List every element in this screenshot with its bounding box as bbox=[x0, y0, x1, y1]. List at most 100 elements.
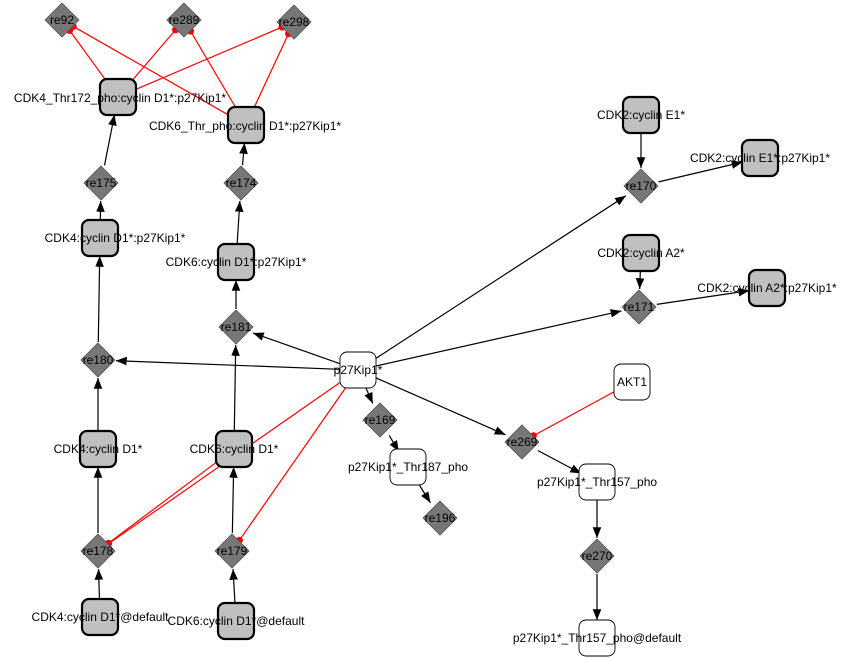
complex-box bbox=[740, 138, 780, 178]
complex-node-cdk2a2p27[interactable]: CDK2:cyclin A2*:p27Kip1* bbox=[697, 268, 837, 308]
reaction-node-re289[interactable]: re289 bbox=[166, 2, 202, 38]
complex-box bbox=[226, 105, 266, 145]
node-label: CDK6:cyclin D1*:p27Kip1* bbox=[166, 255, 307, 269]
complex-box bbox=[621, 95, 661, 135]
reaction-arrow bbox=[252, 332, 342, 365]
complex-node-cdk4thr[interactable]: CDK4_Thr172_pho:cyclin D1*:p27Kip1* bbox=[14, 77, 226, 117]
reaction-diamond bbox=[214, 533, 250, 569]
modifier-edge bbox=[66, 27, 108, 83]
reaction-arrow bbox=[94, 568, 104, 600]
reaction-node-re175[interactable]: re175 bbox=[83, 165, 119, 201]
reaction-arrow bbox=[231, 344, 240, 432]
reaction-arrow bbox=[635, 270, 645, 290]
modifier-edge bbox=[253, 30, 293, 109]
species-box bbox=[339, 351, 377, 389]
node-label: re196 bbox=[425, 511, 456, 525]
reaction-node-re92[interactable]: re92 bbox=[44, 2, 80, 38]
species-box bbox=[578, 463, 616, 501]
node-label: re289 bbox=[169, 13, 200, 27]
reaction-node-re171[interactable]: re171 bbox=[621, 289, 657, 325]
reaction-diamond bbox=[504, 424, 540, 460]
reaction-node-re196[interactable]: re196 bbox=[422, 500, 458, 536]
reaction-diamond bbox=[422, 500, 458, 536]
reaction-node-re179[interactable]: re179 bbox=[214, 533, 250, 569]
node-label: p27Kip1*_Thr157_pho@default bbox=[513, 631, 682, 645]
reaction-arrow bbox=[229, 466, 238, 534]
node-label: re170 bbox=[626, 179, 657, 193]
complex-node-cdk2a2[interactable]: CDK2:cyclin A2* bbox=[597, 233, 685, 273]
reaction-diamond bbox=[579, 538, 615, 574]
reaction-diamond bbox=[362, 402, 398, 438]
complex-node-cdk2e1[interactable]: CDK2:cyclin E1* bbox=[597, 95, 685, 135]
reaction-node-re269[interactable]: re269 bbox=[504, 424, 540, 460]
complex-box bbox=[80, 597, 120, 637]
modifier-edge bbox=[104, 459, 220, 547]
complex-node-cdk6def[interactable]: CDK6:cyclin D1*@default bbox=[168, 601, 306, 641]
reaction-arrow bbox=[417, 481, 431, 504]
complex-box bbox=[747, 268, 787, 308]
reaction-node-re170[interactable]: re170 bbox=[623, 168, 659, 204]
reaction-arrow bbox=[234, 200, 244, 245]
species-node-thr157[interactable]: p27Kip1*_Thr157_pho bbox=[537, 463, 657, 501]
complex-box bbox=[621, 233, 661, 273]
reaction-arrow bbox=[239, 142, 248, 166]
species-node-thr157def[interactable]: p27Kip1*_Thr157_pho@default bbox=[513, 619, 682, 657]
species-node-akt1[interactable]: AKT1 bbox=[613, 363, 651, 401]
complex-node-cdk6d1[interactable]: CDK6:cyclin D1* bbox=[190, 429, 279, 469]
node-label: CDK2:cyclin A2* bbox=[597, 246, 685, 260]
node-label: CDK2:cyclin A2*:p27Kip1* bbox=[697, 281, 837, 295]
reaction-arrow bbox=[374, 376, 506, 436]
species-box bbox=[613, 363, 651, 401]
reaction-node-re174[interactable]: re174 bbox=[223, 165, 259, 201]
complex-box bbox=[98, 77, 138, 117]
reaction-diamond bbox=[276, 4, 312, 40]
node-label: CDK2:cyclin E1* bbox=[597, 108, 685, 122]
modifier-edge bbox=[529, 390, 617, 440]
reaction-diamond bbox=[44, 2, 80, 38]
reaction-arrow bbox=[658, 160, 743, 183]
node-label: p27Kip1*_Thr157_pho bbox=[537, 475, 657, 489]
reaction-arrow bbox=[537, 449, 582, 475]
node-label: re175 bbox=[86, 176, 117, 190]
complex-box bbox=[80, 218, 120, 258]
reaction-node-re270[interactable]: re270 bbox=[579, 538, 615, 574]
reaction-diamond bbox=[623, 168, 659, 204]
modifier-edge bbox=[235, 384, 349, 544]
node-label: re178 bbox=[83, 544, 114, 558]
node-label: re298 bbox=[279, 15, 310, 29]
node-label: re174 bbox=[226, 176, 257, 190]
reaction-arrow bbox=[656, 287, 750, 305]
species-node-p27[interactable]: p27Kip1* bbox=[334, 351, 383, 389]
species-box bbox=[578, 619, 616, 657]
reaction-arrow bbox=[103, 114, 117, 166]
reaction-diamond bbox=[166, 2, 202, 38]
reaction-node-re169[interactable]: re169 bbox=[362, 402, 398, 438]
reaction-arrow bbox=[95, 255, 104, 343]
node-label: CDK6:cyclin D1* bbox=[190, 442, 279, 456]
node-label: p27Kip1*_Thr187_pho bbox=[348, 460, 468, 474]
node-label: re169 bbox=[365, 413, 396, 427]
node-label: CDK2:cyclin E1*:p27Kip1* bbox=[690, 151, 830, 165]
complex-node-cdk2e1p27[interactable]: CDK2:cyclin E1*:p27Kip1* bbox=[690, 138, 830, 178]
complex-node-cdk6d1p27[interactable]: CDK6:cyclin D1*:p27Kip1* bbox=[166, 242, 307, 282]
reaction-node-re181[interactable]: re181 bbox=[218, 309, 254, 345]
reaction-node-re298[interactable]: re298 bbox=[276, 4, 312, 40]
complex-node-cdk6thr[interactable]: CDK6_Thr_pho:cyclin D1*:p27Kip1* bbox=[149, 105, 341, 145]
complex-node-cdk4d1p27[interactable]: CDK4:cyclin D1*:p27Kip1* bbox=[45, 218, 186, 258]
node-label: CDK6:cyclin D1*@default bbox=[168, 614, 306, 628]
reaction-arrow bbox=[364, 386, 374, 404]
node-label: re92 bbox=[50, 13, 74, 27]
complex-node-cdk4d1[interactable]: CDK4:cyclin D1* bbox=[54, 429, 143, 469]
node-label: CDK4:cyclin D1*@default bbox=[32, 610, 170, 624]
species-box bbox=[389, 448, 427, 486]
node-label: AKT1 bbox=[617, 375, 647, 389]
reaction-node-re180[interactable]: re180 bbox=[80, 342, 116, 378]
complex-node-cdk4def[interactable]: CDK4:cyclin D1*@default bbox=[32, 597, 170, 637]
species-node-thr187[interactable]: p27Kip1*_Thr187_pho bbox=[348, 448, 468, 486]
node-label: CDK4_Thr172_pho:cyclin D1*:p27Kip1* bbox=[14, 91, 226, 105]
reaction-diamond bbox=[621, 289, 657, 325]
complex-box bbox=[216, 601, 256, 641]
reaction-node-re178[interactable]: re178 bbox=[80, 533, 116, 569]
node-label: re180 bbox=[83, 353, 114, 367]
